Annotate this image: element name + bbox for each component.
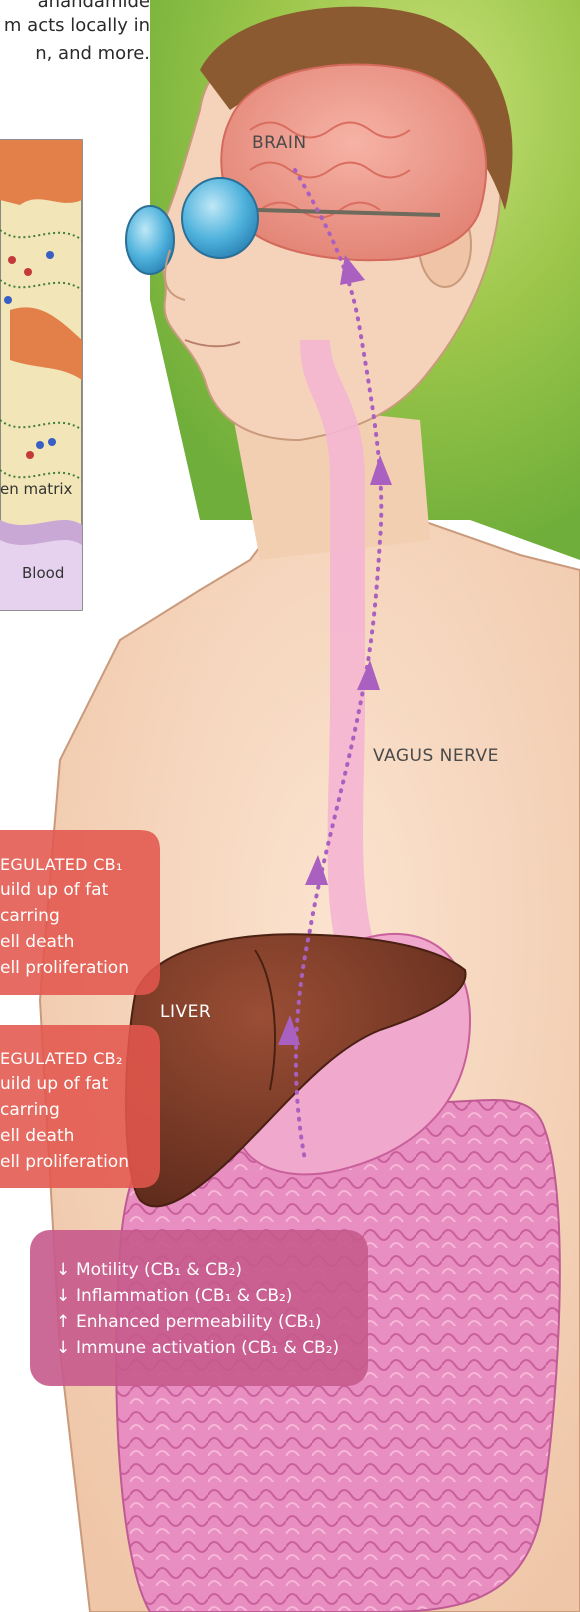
cb1-box-item: ell death [0, 932, 74, 952]
intro-line-3: n, and more. [0, 42, 150, 66]
brain-label: BRAIN [252, 133, 307, 153]
cb1-box-item: carring [0, 906, 60, 926]
vagus-nerve-label: VAGUS NERVE [373, 746, 499, 766]
down-arrow-icon: ↓ [56, 1338, 76, 1358]
blood-label: Blood [22, 564, 64, 582]
lens-right [182, 178, 258, 258]
liver-label: LIVER [160, 1002, 211, 1022]
cb2-box-title: EGULATED CB₂ [0, 1049, 123, 1068]
down-arrow-icon: ↓ [56, 1260, 76, 1280]
cb2-box-item: ell death [0, 1126, 74, 1146]
cb1-box-item: ell proliferation [0, 958, 129, 978]
gut-box-bg [30, 1230, 368, 1386]
matrix-label: en matrix [0, 480, 72, 498]
intro-line-2: m acts locally in [0, 14, 150, 38]
gut-effect-motility: ↓Motility (CB₁ & CB₂) [56, 1260, 242, 1280]
down-arrow-icon: ↓ [56, 1286, 76, 1306]
gut-effect-immune: ↓Immune activation (CB₁ & CB₂) [56, 1338, 339, 1358]
cb1-box-title: EGULATED CB₁ [0, 855, 123, 874]
intro-line-1: anandamide [0, 0, 150, 14]
cb2-box-item: ell proliferation [0, 1152, 129, 1172]
gut-effect-permeability: ↑Enhanced permeability (CB₁) [56, 1312, 322, 1332]
cb2-box-item: carring [0, 1100, 60, 1120]
cb2-box-item: uild up of fat [0, 1074, 108, 1094]
up-arrow-icon: ↑ [56, 1312, 76, 1332]
cb1-box-item: uild up of fat [0, 880, 108, 900]
gut-effect-inflammation: ↓Inflammation (CB₁ & CB₂) [56, 1286, 292, 1306]
tissue-inset [0, 140, 82, 610]
